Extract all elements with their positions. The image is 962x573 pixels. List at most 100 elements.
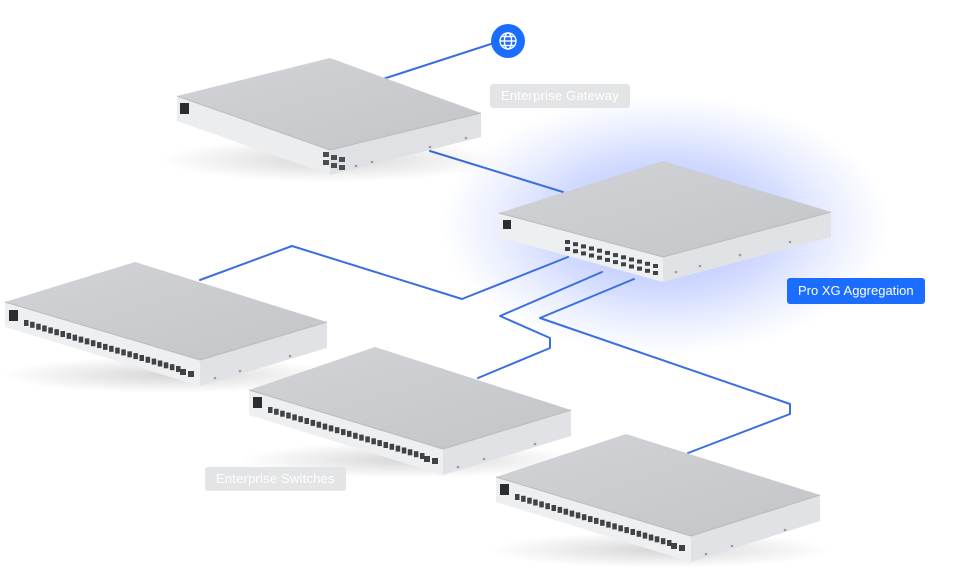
ethernet-port	[328, 425, 334, 432]
ethernet-port	[407, 449, 413, 456]
enterprise-switch-1	[0, 262, 340, 393]
sfp-port	[679, 545, 685, 551]
ethernet-port	[413, 451, 419, 458]
aggregation-device	[498, 161, 832, 282]
ethernet-port	[274, 408, 279, 415]
ethernet-port	[298, 416, 303, 423]
ethernet-port	[54, 329, 59, 336]
ethernet-port	[667, 540, 672, 546]
ethernet-port	[573, 242, 578, 247]
ethernet-port	[654, 536, 660, 543]
ethernet-port	[268, 407, 273, 413]
ethernet-port	[569, 510, 575, 517]
ethernet-port	[316, 421, 322, 428]
ethernet-port	[304, 418, 309, 424]
sfp-port	[188, 371, 194, 377]
ethernet-port	[588, 516, 593, 523]
globe-icon	[499, 32, 517, 50]
ethernet-port	[621, 255, 626, 260]
ethernet-port	[624, 527, 629, 534]
link-internet-gateway	[382, 42, 495, 80]
ethernet-port	[36, 323, 41, 330]
ethernet-port	[629, 257, 634, 262]
switch-1-ports	[24, 320, 194, 377]
ethernet-port	[347, 430, 352, 437]
sfp-port	[424, 456, 430, 462]
ethernet-port	[420, 453, 425, 459]
ethernet-port	[365, 436, 370, 443]
ethernet-port	[292, 414, 297, 421]
ethernet-port	[24, 320, 29, 326]
ethernet-port	[66, 332, 72, 339]
ethernet-port	[389, 443, 395, 450]
ethernet-port	[581, 514, 587, 521]
ethernet-port	[629, 264, 634, 269]
switch-3-ports	[515, 494, 685, 551]
ethernet-port	[557, 506, 563, 513]
sfp-port	[432, 458, 438, 464]
ethernet-port	[605, 257, 610, 262]
sfp-port	[671, 543, 677, 549]
ethernet-port	[613, 253, 618, 258]
ethernet-port	[539, 501, 544, 508]
enterprise-switch-3	[490, 434, 830, 568]
ethernet-port	[353, 432, 358, 439]
ethernet-port	[565, 240, 570, 244]
ethernet-port	[645, 261, 650, 266]
ethernet-port	[621, 262, 626, 267]
gateway-device	[160, 58, 500, 182]
ethernet-port	[612, 523, 617, 530]
ethernet-port	[618, 525, 623, 532]
ethernet-port	[597, 248, 602, 253]
ethernet-port	[169, 364, 175, 371]
ethernet-port	[341, 429, 346, 436]
ethernet-port	[359, 434, 364, 441]
ethernet-port	[605, 250, 610, 255]
aggregation-label: Pro XG Aggregation	[787, 278, 925, 304]
ethernet-port	[581, 251, 586, 256]
ethernet-port	[145, 356, 151, 363]
connection-lines	[199, 42, 791, 454]
ethernet-port	[637, 259, 642, 264]
ethernet-port	[322, 423, 328, 430]
sfp-port	[180, 369, 186, 375]
ethernet-port	[660, 538, 666, 545]
ethernet-port	[48, 327, 53, 334]
ethernet-port	[589, 246, 594, 251]
internet-node	[491, 24, 525, 58]
switch-2-ports	[268, 407, 438, 464]
ethernet-port	[133, 353, 138, 360]
ethernet-port	[157, 360, 163, 367]
ethernet-port	[377, 440, 382, 447]
ethernet-port	[371, 438, 376, 445]
ethernet-port	[637, 266, 642, 271]
ethernet-port	[648, 534, 654, 541]
link-aggregation-switch3	[539, 278, 791, 454]
ethernet-port	[334, 427, 340, 434]
ethernet-port	[575, 512, 581, 519]
ethernet-port	[653, 264, 658, 268]
ethernet-port	[90, 340, 96, 347]
ethernet-port	[589, 253, 594, 258]
ethernet-port	[383, 442, 388, 448]
link-aggregation-switch1	[199, 245, 569, 300]
ethernet-port	[310, 419, 316, 426]
ethernet-port	[515, 494, 520, 500]
ethernet-port	[97, 342, 102, 349]
ethernet-port	[60, 331, 65, 337]
ethernet-port	[84, 338, 90, 345]
ethernet-port	[573, 249, 578, 254]
ethernet-port	[533, 499, 538, 506]
ethernet-port	[581, 244, 586, 249]
ethernet-port	[636, 530, 642, 537]
ethernet-port	[597, 255, 602, 260]
ethernet-port	[521, 495, 526, 502]
ethernet-port	[139, 355, 144, 361]
ethernet-port	[606, 521, 611, 528]
ethernet-port	[176, 366, 181, 372]
ethernet-port	[103, 343, 108, 350]
ethernet-port	[72, 334, 78, 341]
ethernet-port	[395, 445, 401, 452]
